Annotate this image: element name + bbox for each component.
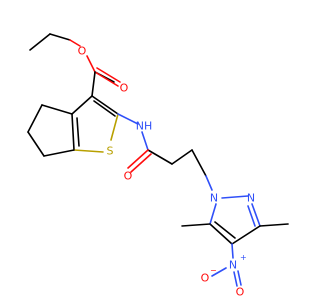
bond-c3-c2 [91, 95, 119, 115]
ester-oxygen-double: O [120, 82, 129, 95]
thiophene-sulfur: S [107, 145, 114, 158]
bonds [27, 33, 289, 287]
bond-c2-nh [117, 113, 139, 125]
bond-nh-carbonyl [141, 131, 149, 151]
bond-o-carbonyl [86, 55, 96, 73]
bond-nitro-o-double-b [237, 270, 242, 286]
bond-ester-c3 [91, 71, 96, 97]
bond-c3a-c4 [41, 104, 73, 115]
bond-n2-c3 [251, 203, 261, 227]
bond-c3a-c6a [71, 113, 75, 151]
bond-chain-3 [191, 149, 207, 177]
amide-oxygen: O [124, 170, 133, 183]
bond-c3a-c6a-double [76, 117, 80, 147]
bond-c-o-double-a [94, 71, 119, 87]
bond-c5-c6 [27, 131, 45, 157]
bond-amide-o-b [130, 153, 152, 173]
nitro-n-charge: + [240, 253, 247, 262]
bond-n2-c3-double [247, 205, 256, 227]
bond-ethyl-ch2 [49, 33, 71, 41]
bond-c5-n1 [209, 203, 217, 225]
bond-chain-n1 [205, 175, 213, 191]
nitro-oxygen-minus: O [201, 272, 210, 285]
bond-ch2-o [69, 39, 81, 47]
bond-ethyl-ch3 [29, 33, 51, 51]
amide-nh: NH [136, 120, 153, 133]
bond-c3-c4 [231, 225, 261, 245]
bond-c4-c5-double [214, 221, 236, 239]
bond-c3-methyl [259, 223, 289, 227]
bond-c4-c5 [27, 104, 43, 133]
pyrazole-n1: N [210, 192, 218, 205]
molecule-diagram: O O NH S O N N N + O − O [27, 33, 289, 299]
bond-c4-c5 [209, 223, 233, 245]
bond-chain-2 [171, 149, 193, 165]
nitro-oxygen-double: O [236, 286, 245, 299]
bond-c2-s [110, 113, 119, 141]
bond-c5-methyl [181, 223, 211, 227]
nitro-nitrogen: N [229, 259, 237, 272]
bond-nitro-o-minus [211, 267, 227, 277]
bond-c6-c6a [43, 149, 75, 157]
bond-c3-c3a [71, 95, 93, 115]
nitro-o-charge: − [210, 266, 217, 275]
bond-nitro-o-double-a [233, 271, 238, 287]
bond-c3-c2-double [93, 100, 116, 117]
bond-n1-n2 [221, 195, 249, 199]
pyrazole-n2: N [247, 192, 255, 205]
bond-amide-o-a [127, 149, 149, 169]
bond-amide-chain1 [147, 149, 173, 165]
bond-c6a-s [73, 149, 104, 153]
ester-oxygen-single: O [78, 45, 87, 58]
bond-c-o-double-b [96, 67, 121, 83]
bond-c4-nitro-n [231, 243, 234, 259]
atom-labels: O O NH S O N N N + O − O [78, 45, 255, 299]
